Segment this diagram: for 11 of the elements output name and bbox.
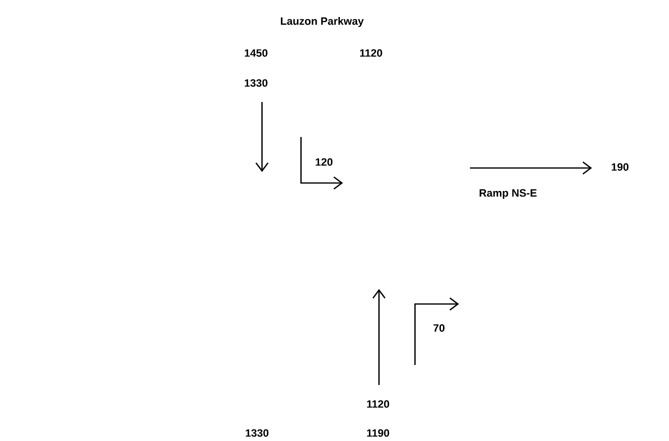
volume-number: 120 [316,158,332,166]
volume-number: 1330 [246,429,268,437]
road-name: Lauzon Parkway [280,17,364,27]
volume-number: 1190 [367,429,390,437]
volume-number: 1120 [367,400,390,408]
volume-number: 1330 [244,79,268,87]
volume-number: 1450 [244,49,268,57]
volume-number: 70 [434,324,444,332]
road-name: Ramp NS-E [480,189,537,199]
volume-number: 190 [612,163,628,171]
volume-number: 1120 [360,49,382,57]
